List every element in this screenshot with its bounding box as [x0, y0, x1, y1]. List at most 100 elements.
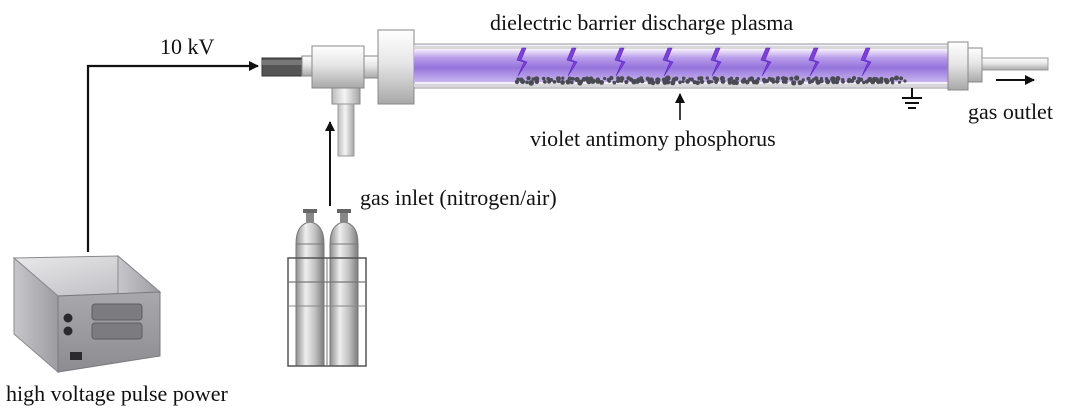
sample-particle: [705, 76, 709, 80]
sample-particle: [514, 79, 520, 85]
t-junction-fitting: [301, 45, 379, 157]
lightning-icon: [566, 47, 578, 77]
sample-particle: [541, 76, 546, 81]
sample-particle: [834, 80, 840, 85]
sample-particle: [634, 78, 641, 84]
sample-particle: [734, 80, 739, 86]
sample-particle: [899, 76, 904, 81]
sample-particle: [695, 80, 700, 86]
sample-particle: [624, 79, 629, 85]
sample-particle: [862, 80, 866, 85]
sample-particle: [699, 79, 705, 85]
sample-particle: [889, 77, 895, 82]
sample-particle: [556, 79, 561, 84]
sample-particle: [565, 79, 571, 85]
gas-outlet-label: gas outlet: [968, 99, 1053, 124]
sample-particle: [650, 80, 656, 86]
power-supply-label: high voltage pulse power: [6, 381, 228, 406]
sample-particle: [549, 78, 554, 82]
sample-particle: [890, 81, 895, 85]
sample-particle: [552, 80, 557, 84]
sample-particle: [612, 80, 617, 85]
sample-particle: [645, 76, 650, 82]
sample-particle: [561, 76, 565, 80]
lightning-icon: [710, 47, 722, 77]
sample-particle: [831, 79, 837, 85]
sample-particle: [835, 76, 841, 81]
sample-particle: [525, 80, 529, 85]
high-voltage-cable: [86, 61, 259, 252]
sample-particle: [876, 79, 881, 85]
sample-particle: [520, 79, 526, 85]
sample-particle: [662, 79, 668, 85]
sample-particle: [699, 76, 704, 81]
sample-particle: [894, 75, 899, 81]
sample-particle: [727, 80, 732, 85]
voltage-label: 10 kV: [160, 34, 215, 59]
sample-particle: [748, 76, 755, 82]
sample-particle: [670, 80, 676, 86]
sample-particle: [570, 77, 575, 81]
sample-particle: [884, 78, 890, 85]
sample-particle: [603, 76, 607, 81]
sample-particle: [616, 79, 620, 84]
sample-particle: [765, 79, 769, 84]
lightning-icon: [662, 47, 674, 77]
sample-particle: [791, 80, 797, 86]
sample-particle: [570, 80, 574, 85]
sample-particle: [526, 76, 531, 81]
sample-particle: [864, 79, 870, 84]
lightning-icon: [516, 47, 528, 77]
sample-label: violet antimony phosphorus: [530, 126, 776, 151]
sample-particle: [819, 79, 824, 84]
ground-icon: [902, 88, 922, 109]
sample-particle: [689, 77, 694, 82]
sample-particle: [735, 76, 740, 81]
sample-particle: [841, 79, 845, 84]
sample-particle: [859, 77, 864, 82]
tube-flange-left: [377, 29, 415, 105]
sample-particle: [806, 76, 811, 81]
sample-particle: [599, 80, 604, 85]
sample-particle: [771, 80, 776, 84]
power-supply-display-top: [91, 303, 143, 321]
sample-particle: [590, 78, 596, 84]
gas-cylinder-icon: [287, 209, 367, 367]
sample-particle: [678, 80, 682, 85]
sample-particle: [810, 79, 814, 84]
sample-particle: [655, 79, 661, 85]
sample-particle: [740, 78, 746, 84]
power-supply-switch: [70, 352, 82, 360]
sample-particle: [729, 76, 734, 81]
sample-particle: [815, 79, 821, 85]
sample-particle: [753, 79, 760, 85]
power-supply-knob-bottom: [63, 326, 73, 336]
sample-particle: [681, 80, 685, 84]
sample-particle: [579, 79, 584, 84]
sample-particle: [534, 79, 540, 85]
sample-particle: [560, 80, 565, 85]
sample-particle: [681, 76, 686, 81]
sample-particle: [665, 75, 671, 81]
sample-particle: [775, 79, 780, 84]
sample-particle: [710, 80, 714, 84]
sample-particle: [674, 76, 679, 81]
sample-particle: [720, 79, 726, 84]
sample-particle: [616, 76, 620, 80]
sample-particle: [825, 79, 831, 85]
sample-particle: [745, 79, 750, 85]
sample-particle: [609, 75, 614, 81]
sample-particle: [666, 80, 671, 85]
sample-particle: [783, 76, 789, 82]
power-supply-display-bottom: [91, 322, 143, 340]
sample-particle: [714, 80, 718, 84]
sample-particle: [784, 80, 788, 84]
sample-particle: [879, 76, 884, 81]
sample-particle: [850, 78, 855, 84]
sample-particle: [619, 79, 624, 83]
sample-particle: [528, 80, 534, 86]
sample-particle: [800, 80, 804, 84]
sample-particle: [846, 79, 852, 84]
power-supply-icon: [12, 254, 162, 374]
